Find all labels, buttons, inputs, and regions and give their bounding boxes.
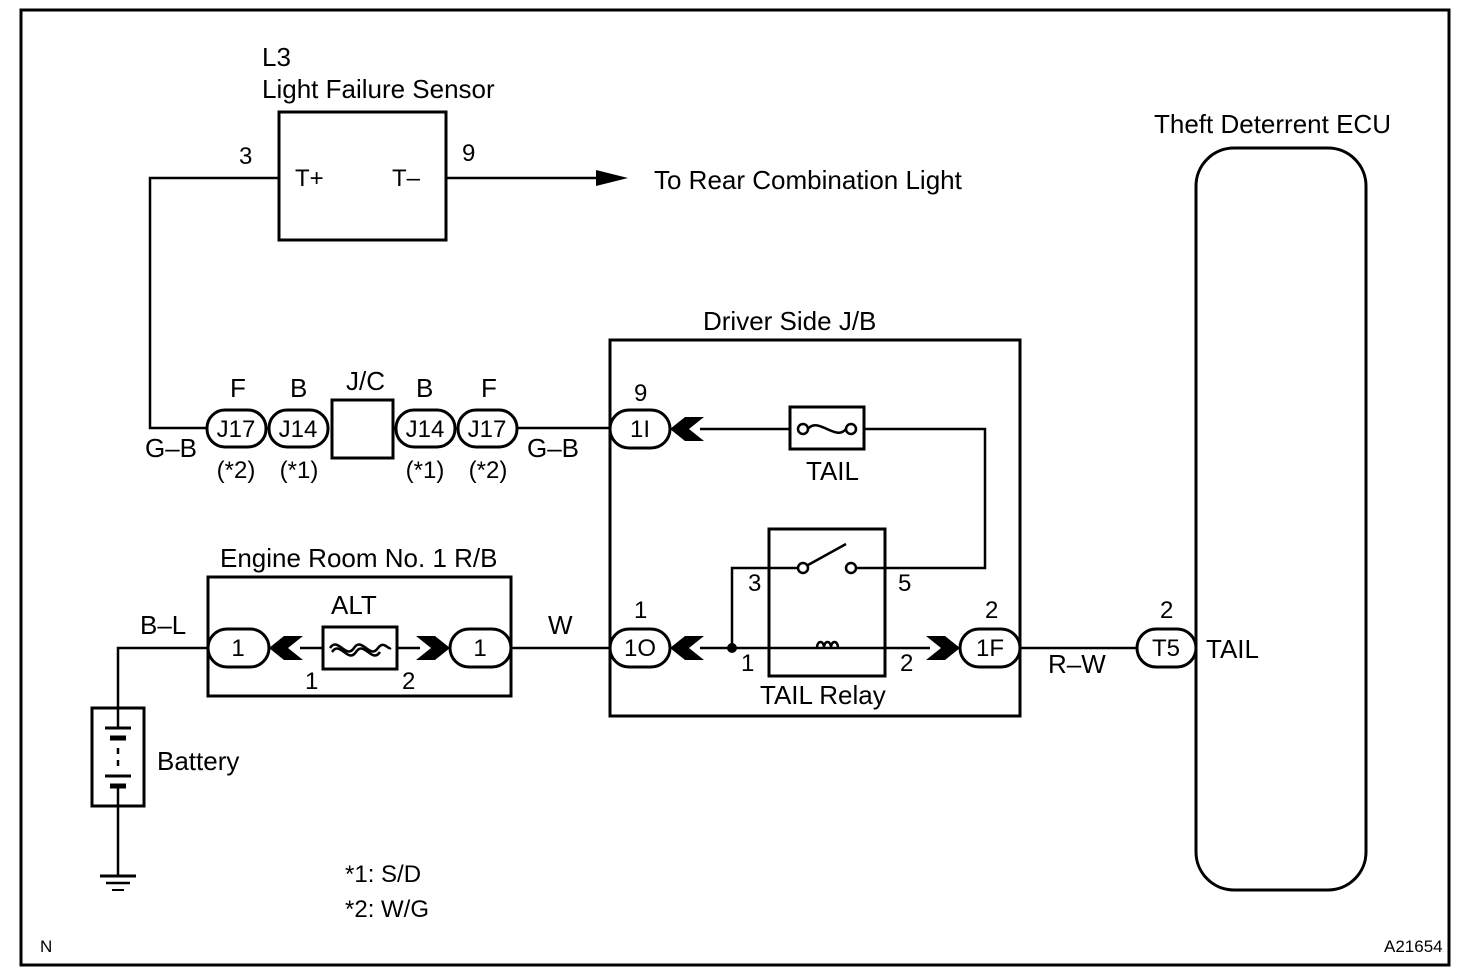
connector-j14-left-label: J14 [279,416,318,443]
chevron-left-icon [670,636,704,660]
wire-label-rw: R–W [1048,649,1106,679]
rb-pin2: 2 [402,668,415,695]
relay-contact-icon [796,561,810,575]
note-2: *2: W/G [345,896,429,923]
connector-j17-left [205,408,268,449]
wire-relay-switch [730,566,798,648]
connector-1i-label: 1I [630,416,650,443]
conn-1i-pin: 9 [634,380,647,407]
connector-j17-right-label: J17 [468,416,507,443]
relay-pin3: 3 [748,570,761,597]
ground-icon [100,874,136,891]
relay-box [206,575,513,698]
relay-pin1: 1 [741,650,754,677]
chevron-left-icon [670,417,704,441]
alt-fuse-label: ALT [331,590,377,620]
sensor-box [277,110,448,242]
ecu-terminal-label: TAIL [1206,634,1259,664]
wire-sensor-to-jc [148,176,279,430]
jb-box [608,338,1022,718]
jc-top-label-1: F [230,373,246,403]
connector-rb-right-label: 1 [473,635,486,662]
ecu-box [1194,146,1368,892]
chevron-left-icon [269,636,303,660]
sensor-pin-out: 9 [462,140,475,167]
arrow-icon [596,170,628,186]
junction-dot [727,643,737,653]
fuse-icon [807,424,847,434]
connector-rb-left-label: 1 [231,635,244,662]
connector-t5 [1135,627,1198,669]
connector-1o-label: 1O [624,635,656,662]
wire-battery-to-rb [116,646,208,708]
relay-switch-icon [807,542,847,567]
jc-note-4: (*2) [469,457,508,484]
jc-note-3: (*1) [406,457,445,484]
wire-fuse-to-relay [855,427,987,570]
sensor-code: L3 [262,42,291,72]
corner-label-right: A21654 [1384,937,1443,956]
jc-note-2: (*1) [280,457,319,484]
jc-top-label-4: F [481,373,497,403]
wire-label-bl: B–L [140,610,186,640]
relay-coil-icon [815,640,840,649]
rb-pin1: 1 [305,668,318,695]
conn-1o-pin: 1 [634,597,647,624]
sensor-term-plus: T+ [295,165,324,192]
relay-pin2: 2 [900,650,913,677]
jc-box [330,398,395,460]
connector-j17-left-label: J17 [217,416,256,443]
corner-label-left: N [40,937,52,956]
jc-note-1: (*2) [217,457,256,484]
jb-title: Driver Side J/B [703,306,876,336]
jc-top-label-2: B [290,373,307,403]
relay-contact-icon [844,561,858,575]
wire-label-gb-left: G–B [145,433,197,463]
jc-title: J/C [346,366,385,396]
wire-label-gb-right: G–B [527,433,579,463]
fuse-terminal-icon [796,422,810,436]
relay-box-title: Engine Room No. 1 R/B [220,543,497,573]
connector-j14-right [394,408,457,449]
fusible-link-icon [330,647,382,657]
note-1: *1: S/D [345,861,421,888]
chevron-right-icon [416,636,450,660]
ecu-title: Theft Deterrent ECU [1154,109,1391,139]
battery-icon [105,708,131,806]
battery-label: Battery [157,746,239,776]
tail-relay-box [767,527,887,678]
tail-relay-label: TAIL Relay [760,680,886,710]
tail-fuse-label: TAIL [806,456,859,486]
sensor-name: Light Failure Sensor [262,74,495,104]
fuse-terminal-icon [844,422,858,436]
diagram-frame [19,8,1451,967]
sensor-term-minus: T– [392,165,421,192]
wire-label-w: W [548,610,573,640]
jc-top-label-3: B [416,373,433,403]
connector-j14-left [267,408,330,449]
relay-pin5: 5 [898,570,911,597]
connector-1f-label: 1F [976,635,1004,662]
fusible-link-icon [328,643,392,653]
connector-j14-right-label: J14 [406,416,445,443]
rear-light-label: To Rear Combination Light [654,165,963,195]
conn-1f-pin: 2 [985,597,998,624]
connector-t5-label: T5 [1152,635,1180,662]
ecu-pin: 2 [1160,597,1173,624]
sensor-pin-in: 3 [239,143,252,170]
chevron-right-icon [926,636,960,660]
